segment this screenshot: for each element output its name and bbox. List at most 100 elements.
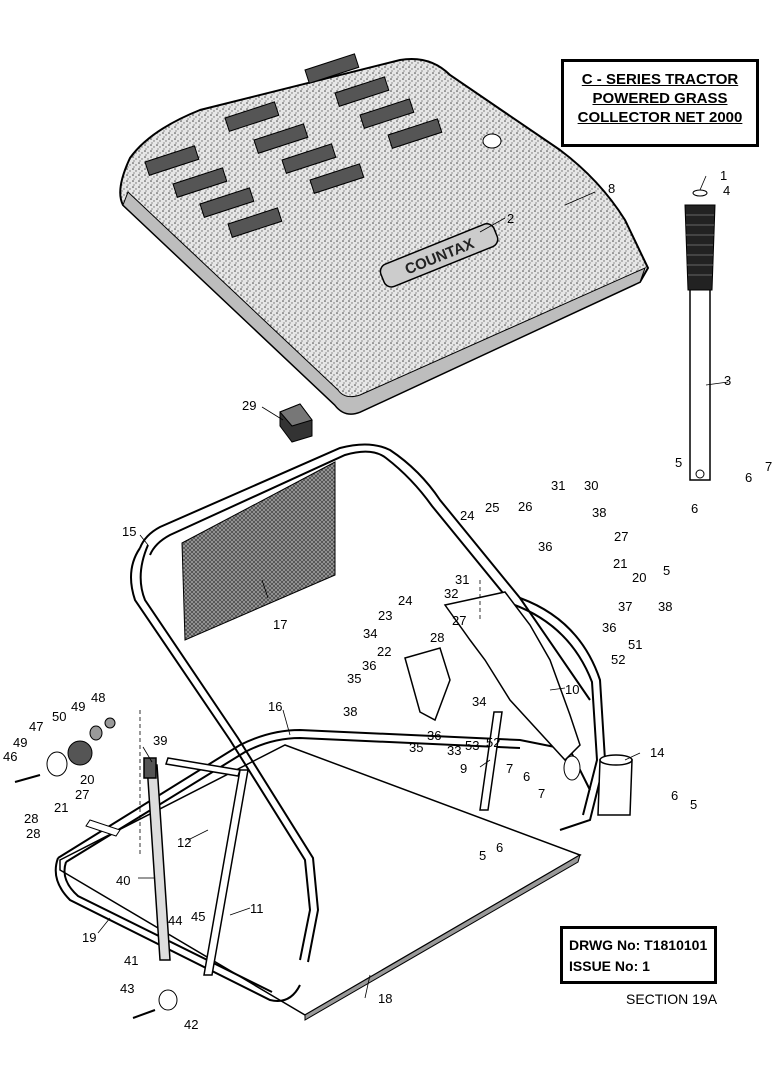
callout-12: 12 — [177, 835, 191, 850]
hardware-cluster-left — [14, 717, 178, 1019]
title-line-1: C - SERIES TRACTOR — [581, 71, 739, 88]
callout-24a: 24 — [460, 508, 474, 523]
block-part-29 — [279, 403, 313, 443]
callout-49b: 49 — [71, 699, 85, 714]
callout-40: 40 — [116, 873, 130, 888]
net-panel — [181, 461, 336, 641]
callout-28b: 28 — [24, 811, 38, 826]
side-bracket — [443, 591, 581, 762]
callout-34b: 34 — [472, 694, 486, 709]
drawing-number: DRWG No: T1810101 — [569, 937, 708, 953]
leader-lines — [97, 175, 729, 999]
callout-8: 8 — [608, 181, 615, 196]
callout-2: 2 — [507, 211, 514, 226]
callout-27b: 27 — [452, 613, 466, 628]
callout-35b: 35 — [409, 740, 423, 755]
callout-5b: 5 — [690, 797, 697, 812]
callout-7a: 7 — [765, 459, 772, 474]
callout-29: 29 — [242, 398, 256, 413]
callout-4: 4 — [723, 183, 730, 198]
callout-14: 14 — [650, 745, 664, 760]
callout-38a: 38 — [592, 505, 606, 520]
callout-33: 33 — [447, 743, 461, 758]
callout-11: 11 — [250, 901, 264, 916]
callout-41: 41 — [124, 953, 138, 968]
callout-3: 3 — [724, 373, 731, 388]
handle-assembly — [684, 189, 716, 481]
callout-27c: 27 — [75, 787, 89, 802]
callout-32: 32 — [444, 586, 458, 601]
callout-21b: 21 — [54, 800, 68, 815]
callout-17: 17 — [273, 617, 287, 632]
callout-39: 39 — [153, 733, 167, 748]
callout-47: 47 — [29, 719, 43, 734]
callout-52a: 52 — [611, 652, 625, 667]
callout-25: 25 — [485, 500, 499, 515]
callout-49a: 49 — [13, 735, 27, 750]
callout-1: 1 — [720, 168, 727, 183]
callout-36d: 36 — [602, 620, 616, 635]
callout-53: 53 — [465, 738, 479, 753]
callout-7b: 7 — [506, 761, 513, 776]
callout-30: 30 — [584, 478, 598, 493]
callout-5c: 5 — [479, 848, 486, 863]
mount-bracket — [404, 647, 451, 722]
callout-28c: 28 — [26, 826, 40, 841]
callout-43: 43 — [120, 981, 134, 996]
lid-cover: COUNTAX — [119, 53, 650, 415]
callout-34a: 34 — [363, 626, 377, 641]
callout-51: 51 — [628, 637, 642, 652]
section-label: SECTION 19A — [626, 991, 718, 1007]
callout-42: 42 — [184, 1017, 198, 1032]
callout-15: 15 — [122, 524, 136, 539]
callout-44: 44 — [168, 913, 182, 928]
callout-9: 9 — [460, 761, 467, 776]
callout-35a: 35 — [347, 671, 361, 686]
callout-6d: 6 — [523, 769, 530, 784]
callout-46: 46 — [3, 749, 17, 764]
callout-36b: 36 — [362, 658, 376, 673]
callout-6a: 6 — [691, 501, 698, 516]
callout-37: 37 — [618, 599, 632, 614]
callout-26: 26 — [518, 499, 532, 514]
callout-labels: 1 2 3 4 5 5 5 5 6 6 6 6 6 7 7 7 8 9 10 1… — [3, 168, 772, 1032]
frame-tubes — [54, 443, 607, 1002]
callout-18: 18 — [378, 991, 392, 1006]
issue-number: ISSUE No: 1 — [569, 958, 650, 974]
title-line-2: POWERED GRASS — [592, 90, 728, 107]
callout-48: 48 — [91, 690, 105, 705]
callout-22: 22 — [377, 644, 391, 659]
callout-52b: 52 — [486, 735, 500, 750]
callout-36c: 36 — [427, 728, 441, 743]
callout-6c: 6 — [671, 788, 678, 803]
callout-31a: 31 — [551, 478, 565, 493]
callout-23: 23 — [378, 608, 392, 623]
callout-5d: 5 — [675, 455, 682, 470]
callout-50: 50 — [52, 709, 66, 724]
callout-27a: 27 — [614, 529, 628, 544]
callout-24b: 24 — [398, 593, 412, 608]
callout-7c: 7 — [538, 786, 545, 801]
callout-5a: 5 — [663, 563, 670, 578]
title-line-3: COLLECTOR NET 2000 — [577, 109, 743, 126]
drawing-info-box: DRWG No: T1810101 ISSUE No: 1 — [560, 926, 717, 984]
callout-6e: 6 — [496, 840, 503, 855]
callout-38b: 38 — [658, 599, 672, 614]
callout-20a: 20 — [632, 570, 646, 585]
callout-20b: 20 — [80, 772, 94, 787]
callout-45: 45 — [191, 909, 205, 924]
callout-19: 19 — [82, 930, 96, 945]
callout-6b: 6 — [745, 470, 752, 485]
callout-21a: 21 — [613, 556, 627, 571]
callout-16: 16 — [268, 699, 282, 714]
title-box: C - SERIES TRACTOR POWERED GRASS COLLECT… — [561, 59, 759, 147]
callout-38c: 38 — [343, 704, 357, 719]
struts — [143, 711, 633, 976]
base-plate — [59, 744, 582, 1021]
callout-28a: 28 — [430, 630, 444, 645]
callout-36a: 36 — [538, 539, 552, 554]
callout-10: 10 — [565, 682, 579, 697]
callout-31b: 31 — [455, 572, 469, 587]
